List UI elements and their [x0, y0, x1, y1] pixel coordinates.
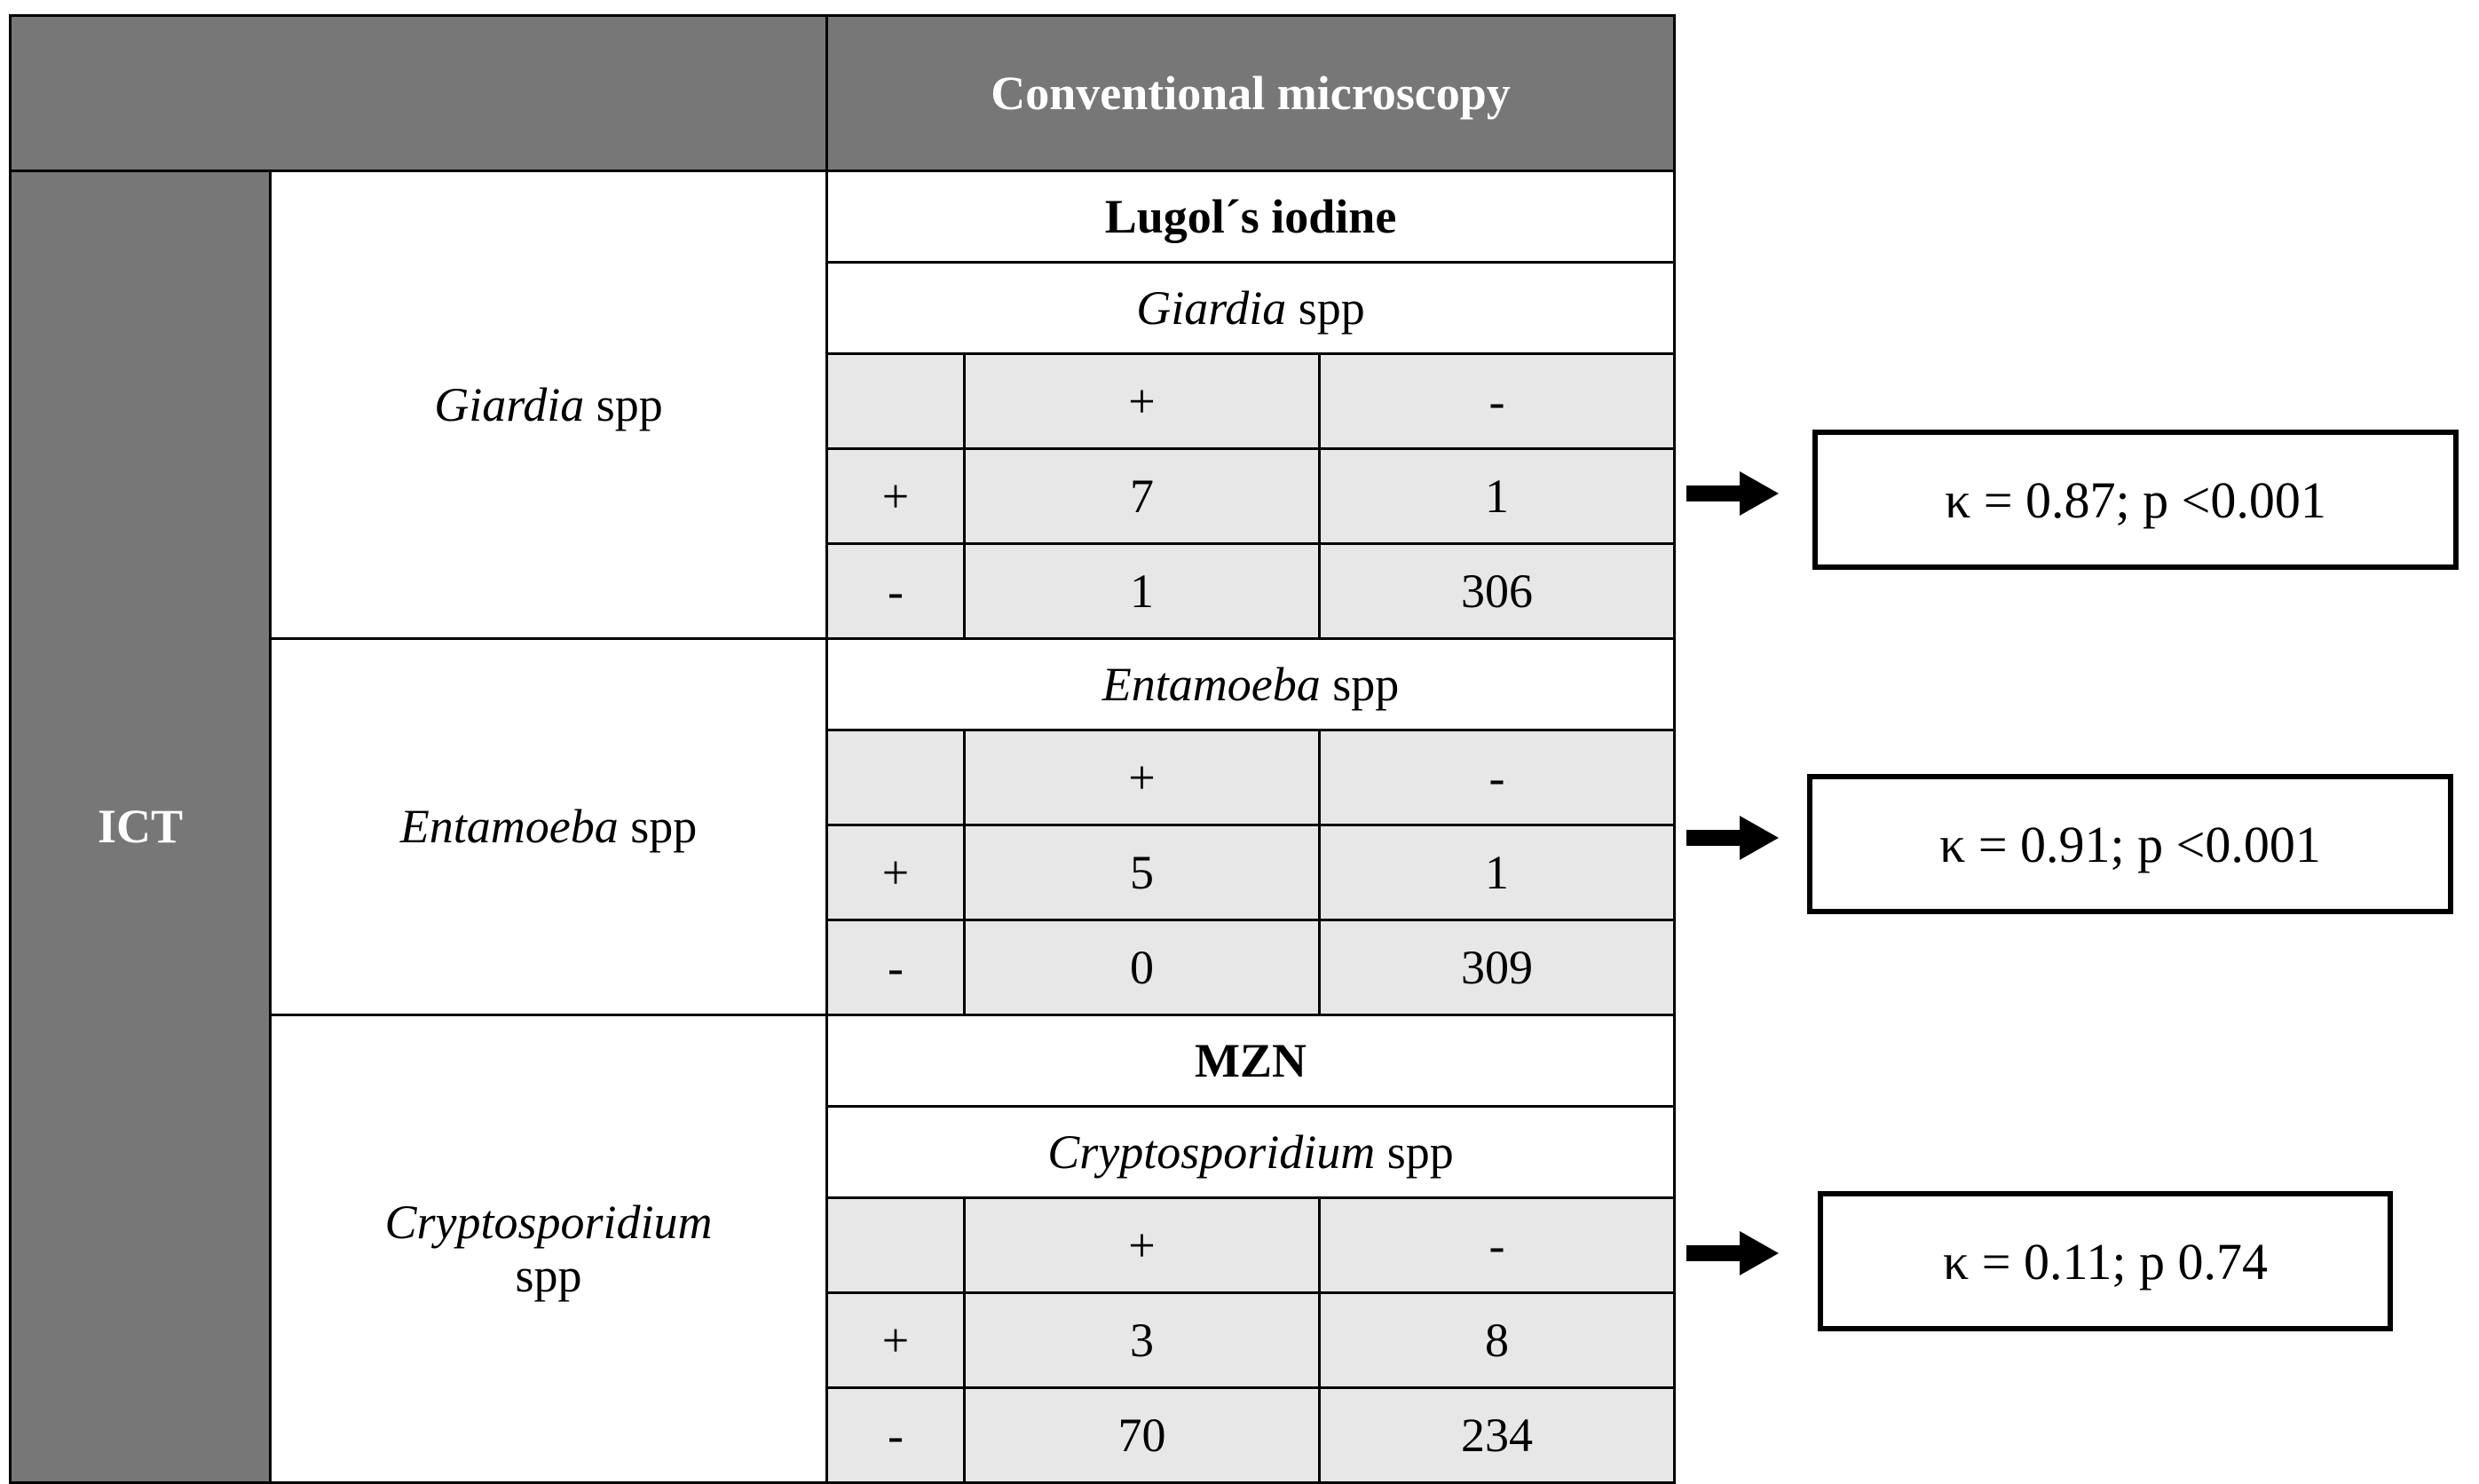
matrix-cell-entamoeba-neg-pos: 0: [963, 919, 1321, 1016]
ict-species-cryptosporidium-spp: spp: [515, 1249, 582, 1302]
matrix-cell-entamoeba-pos-pos: 5: [963, 824, 1321, 921]
table-row: Cryptosporidium spp: [11, 1105, 1676, 1199]
arrow-head: [1740, 471, 1779, 516]
ict-species-giardia-genus: Giardia: [434, 377, 585, 431]
stain-header-lugols-iodine: Lugol´s iodine: [825, 170, 1676, 264]
matrix-corner-cell-entamoeba: [825, 729, 966, 826]
stain-header-mzn: MZN: [825, 1014, 1676, 1108]
ict-species-giardia: Giardia spp: [269, 170, 828, 640]
matrix-col-header-negative-giardia: -: [1318, 352, 1676, 450]
table-row: - 1 306: [11, 542, 1676, 640]
microscopy-species-giardia: Giardia spp: [825, 261, 1676, 355]
matrix-corner-cell-cryptosporidium: [825, 1196, 966, 1294]
microscopy-species-giardia-spp: spp: [1286, 280, 1365, 335]
matrix-corner-cell-giardia: [825, 352, 966, 450]
matrix-cell-cryptosporidium-neg-pos: 70: [963, 1386, 1321, 1484]
ict-species-entamoeba-genus: Entamoeba: [399, 800, 619, 854]
stat-box-cryptosporidium: κ = 0.11; p 0.74: [1818, 1191, 2393, 1331]
matrix-col-header-positive-giardia: +: [963, 352, 1321, 450]
matrix-col-header-positive-entamoeba: +: [963, 729, 1321, 826]
matrix-cell-cryptosporidium-pos-pos: 3: [963, 1291, 1321, 1389]
matrix-col-header-negative-cryptosporidium: -: [1318, 1196, 1676, 1294]
matrix-row-header-negative-giardia: -: [825, 542, 966, 640]
matrix-row-header-negative-entamoeba: -: [825, 919, 966, 1016]
agreement-table: Conventional microscopy ICT Giardia spp …: [9, 14, 1676, 1484]
microscopy-species-giardia-genus: Giardia: [1136, 280, 1287, 335]
matrix-cell-giardia-neg-neg: 306: [1318, 542, 1676, 640]
table-row: + 7 1: [11, 447, 1676, 545]
matrix-cell-giardia-neg-pos: 1: [963, 542, 1321, 640]
table-header-row: Conventional microscopy: [9, 14, 1676, 172]
table-row: - 0 309: [11, 919, 1676, 1016]
microscopy-species-cryptosporidium-genus: Cryptosporidium: [1047, 1125, 1376, 1179]
microscopy-species-cryptosporidium-spp: spp: [1375, 1125, 1454, 1179]
microscopy-species-entamoeba-spp: spp: [1320, 657, 1400, 711]
table-row: + 5 1: [11, 824, 1676, 921]
ict-species-cryptosporidium-genus: Cryptosporidium: [384, 1195, 713, 1249]
matrix-cell-giardia-pos-pos: 7: [963, 447, 1321, 545]
matrix-cell-entamoeba-pos-neg: 1: [1318, 824, 1676, 921]
arrow-head: [1740, 816, 1779, 860]
matrix-col-header-positive-cryptosporidium: +: [963, 1196, 1321, 1294]
ict-species-giardia-spp: spp: [584, 377, 663, 431]
stat-box-entamoeba: κ = 0.91; p <0.001: [1807, 774, 2453, 914]
arrow-shaft: [1686, 830, 1743, 846]
table-row: + 3 8: [11, 1291, 1676, 1389]
table-row: + -: [11, 352, 1676, 450]
corner-blank-cell: [9, 14, 828, 172]
table-row: Giardia spp: [11, 261, 1676, 355]
matrix-row-header-negative-cryptosporidium: -: [825, 1386, 966, 1484]
side-header-ict: ICT: [9, 170, 272, 1484]
table-row: + -: [11, 729, 1676, 826]
matrix-cell-cryptosporidium-pos-neg: 8: [1318, 1291, 1676, 1389]
arrow-head: [1740, 1231, 1779, 1275]
microscopy-species-cryptosporidium: Cryptosporidium spp: [825, 1105, 1676, 1199]
arrow-shaft: [1686, 1245, 1743, 1261]
table-row: Entamoeba spp Entamoeba spp: [11, 637, 1676, 1016]
matrix-col-header-negative-entamoeba: -: [1318, 729, 1676, 826]
matrix-cell-giardia-pos-neg: 1: [1318, 447, 1676, 545]
table-row: + -: [11, 1196, 1676, 1294]
figure-canvas: Conventional microscopy ICT Giardia spp …: [9, 14, 2459, 1484]
matrix-cell-cryptosporidium-neg-neg: 234: [1318, 1386, 1676, 1484]
arrow-shaft: [1686, 485, 1743, 501]
microscopy-species-entamoeba-genus: Entamoeba: [1101, 657, 1321, 711]
ict-species-entamoeba: Entamoeba spp: [269, 637, 828, 1016]
stat-box-giardia: κ = 0.87; p <0.001: [1812, 430, 2459, 570]
microscopy-species-entamoeba: Entamoeba spp: [825, 637, 1676, 731]
matrix-row-header-positive-giardia: +: [825, 447, 966, 545]
matrix-row-header-positive-cryptosporidium: +: [825, 1291, 966, 1389]
ict-species-entamoeba-spp: spp: [618, 800, 698, 854]
table-row: ICT Giardia spp Lugol´s iodine: [9, 170, 1676, 1484]
matrix-row-header-positive-entamoeba: +: [825, 824, 966, 921]
column-header-conventional-microscopy: Conventional microscopy: [825, 14, 1676, 172]
matrix-cell-entamoeba-neg-neg: 309: [1318, 919, 1676, 1016]
